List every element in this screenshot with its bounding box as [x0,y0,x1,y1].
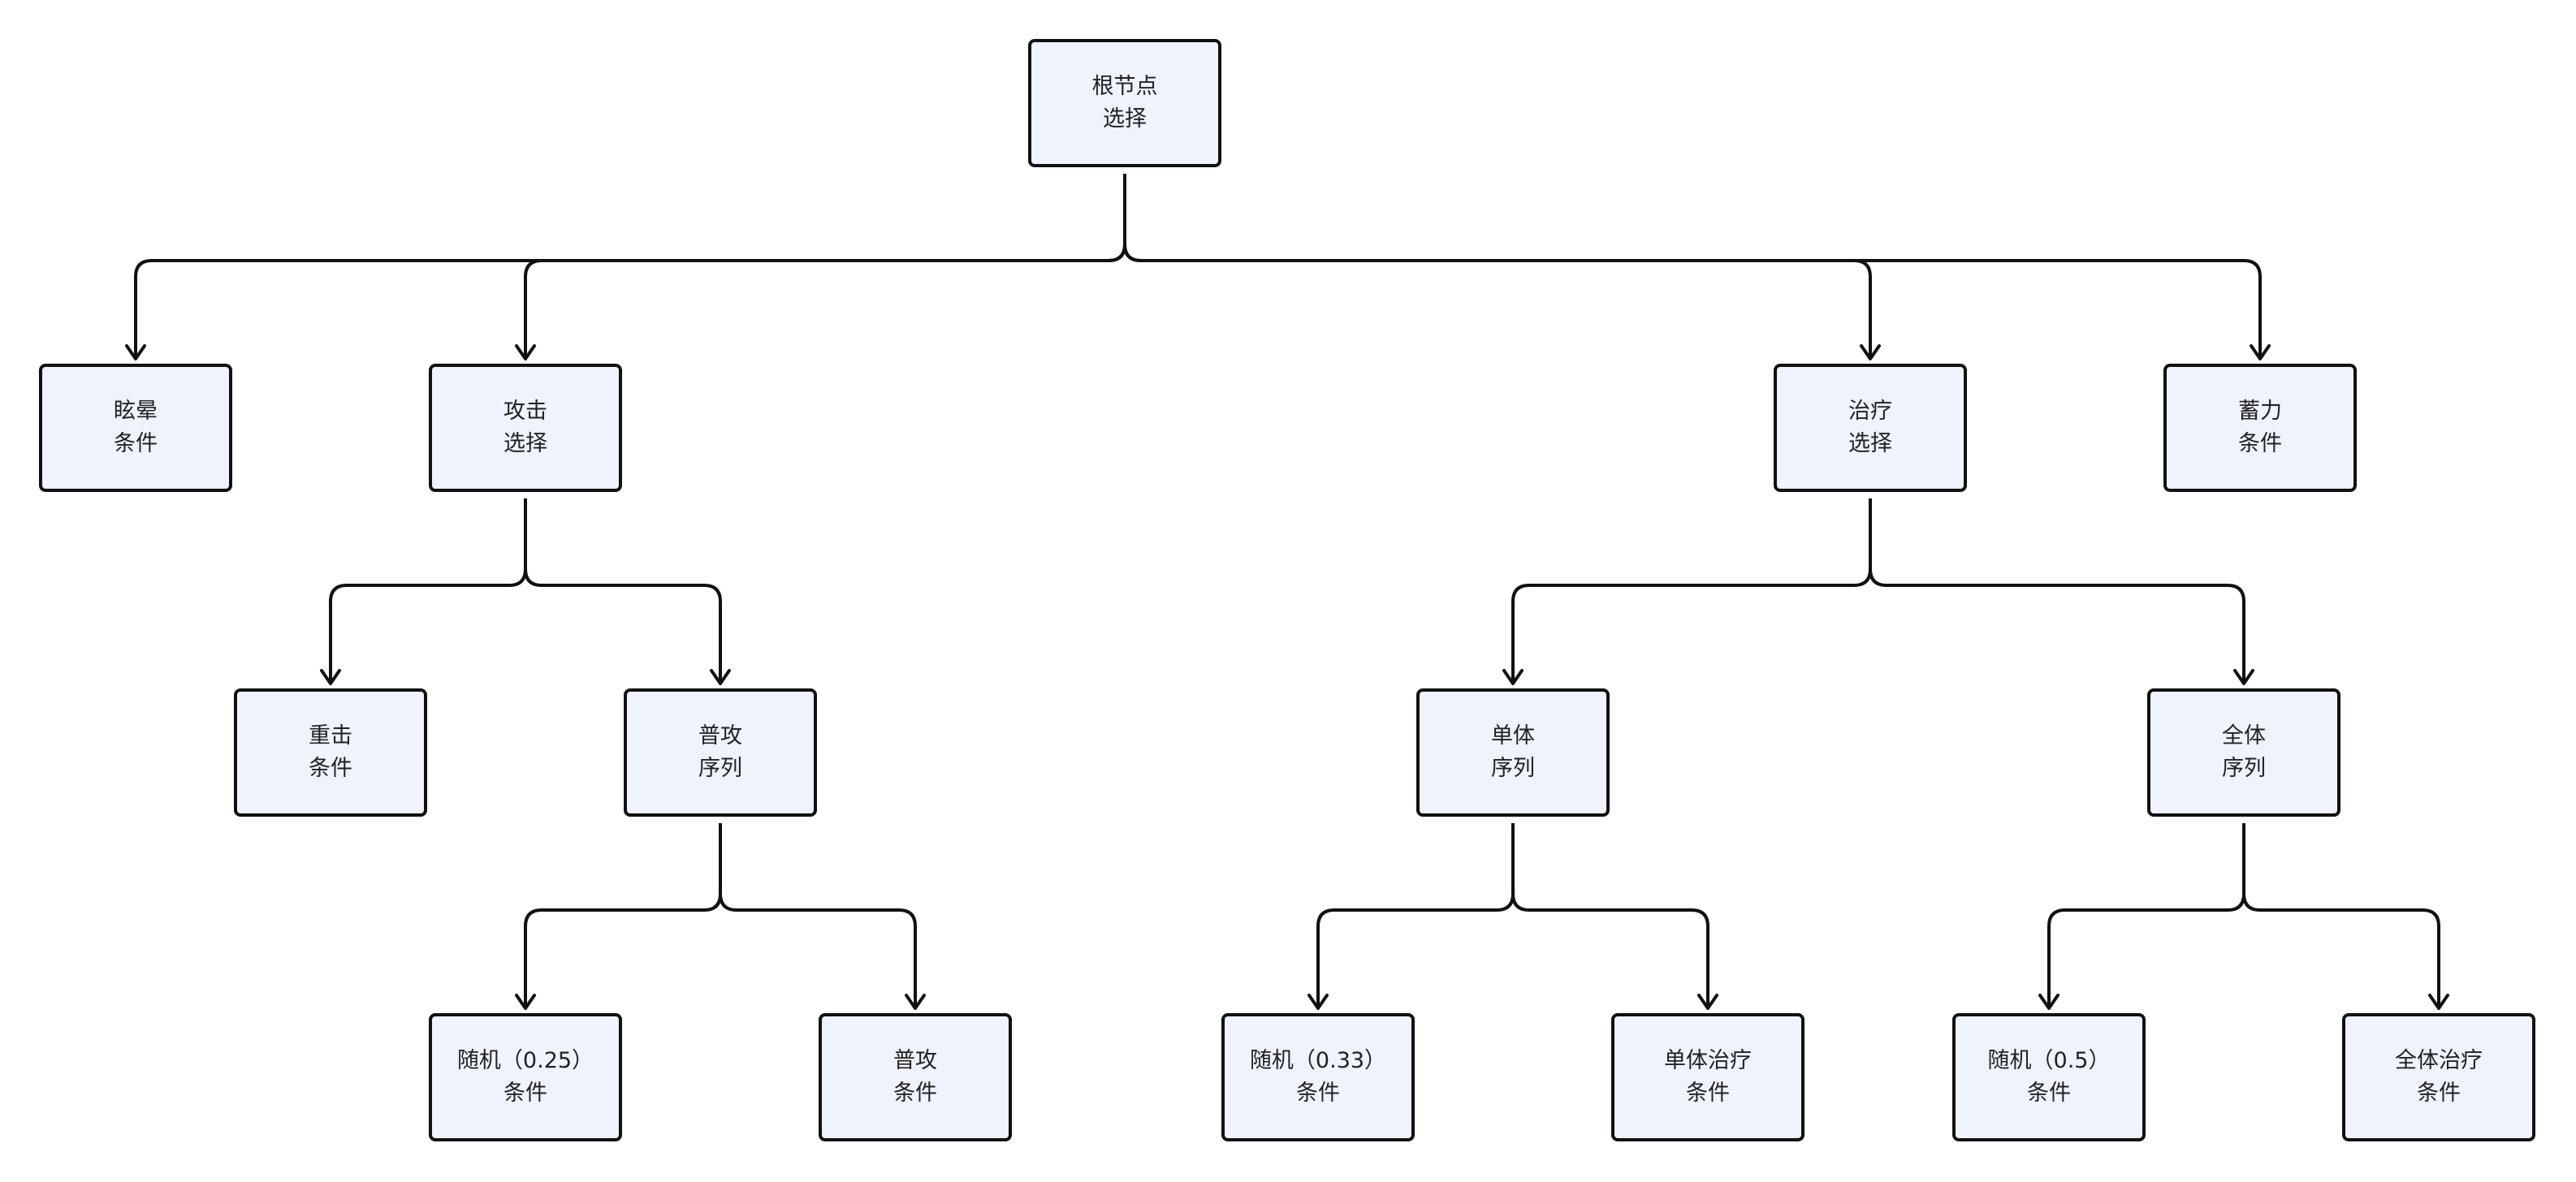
edge-normalseq-to-normal [719,823,917,1008]
node-random-05-condition: 随机（0.5） 条件 [1952,1013,2146,1141]
arrowhead-rand25 [515,994,536,1010]
arrowhead-heal [1860,344,1881,360]
node-rand25-line2: 条件 [504,1081,547,1106]
node-allheal-line1: 全体治疗 [2395,1048,2483,1073]
node-singleheal-line2: 条件 [1686,1081,1730,1106]
edge-allseq-to-allheal [2242,823,2440,1008]
node-random-033-condition: 随机（0.33） 条件 [1221,1013,1415,1141]
edge-attack-to-normalseq [524,498,722,684]
node-normal-line1: 普攻 [893,1048,937,1073]
node-heavy-line1: 重击 [309,723,352,748]
edge-singleseq-to-rand33 [1316,823,1515,1008]
node-allheal-line2: 条件 [2417,1081,2461,1106]
edge-heal-to-singleseq [1511,498,1872,684]
node-normalseq-line2: 序列 [698,756,742,781]
node-heal-selector: 治疗 选择 [1774,364,1967,492]
node-stun-condition: 眩晕 条件 [39,364,232,492]
node-stun-line2: 条件 [114,431,158,456]
node-single-sequence: 单体 序列 [1416,688,1610,817]
node-all-sequence: 全体 序列 [2147,688,2340,817]
node-root-selector: 根节点 选择 [1028,39,1221,167]
node-single-heal-condition: 单体治疗 条件 [1611,1013,1804,1141]
node-attack-line1: 攻击 [504,399,547,424]
node-normalseq-line1: 普攻 [698,723,742,748]
arrowhead-singleseq [1502,669,1524,685]
arrowhead-allheal [2428,994,2449,1010]
node-attack-line2: 选择 [504,431,547,456]
node-rand5-line2: 条件 [2027,1081,2071,1106]
arrowhead-allseq [2233,669,2254,685]
arrowhead-normalseq [710,669,731,685]
edge-root-to-attack [524,174,1126,359]
node-allseq-line1: 全体 [2222,723,2266,748]
node-normal-line2: 条件 [893,1081,937,1106]
node-heavy-condition: 重击 条件 [234,688,427,817]
node-rand33-line1: 随机（0.33） [1249,1048,1387,1073]
node-charge-line2: 条件 [2238,431,2282,456]
node-stun-line1: 眩晕 [114,399,158,424]
edge-normalseq-to-rand25 [524,823,722,1008]
node-heal-line1: 治疗 [1848,399,1892,424]
arrowhead-rand33 [1307,994,1329,1010]
node-singleheal-line1: 单体治疗 [1664,1048,1752,1073]
edge-root-to-stun [134,174,1126,359]
node-random-025-condition: 随机（0.25） 条件 [429,1013,622,1141]
arrowhead-normal [905,994,926,1010]
edge-singleseq-to-singleheal [1511,823,1709,1008]
edge-root-to-heal [1123,174,1872,359]
edge-root-to-charge [1123,174,2262,359]
node-all-heal-condition: 全体治疗 条件 [2342,1013,2535,1141]
node-heavy-line2: 条件 [309,756,352,781]
arrowhead-stun [125,344,146,360]
edge-attack-to-heavy [329,498,527,684]
edge-allseq-to-rand5 [2047,823,2245,1008]
node-normal-attack-condition: 普攻 条件 [819,1013,1012,1141]
node-attack-selector: 攻击 选择 [429,364,622,492]
node-singleseq-line1: 单体 [1491,723,1535,748]
node-charge-line1: 蓄力 [2238,399,2282,424]
node-rand5-line1: 随机（0.5） [1987,1048,2111,1073]
edge-heal-to-allseq [1869,498,2245,684]
node-root-line2: 选择 [1103,106,1147,132]
arrowhead-rand5 [2038,994,2060,1010]
node-charge-condition: 蓄力 条件 [2163,364,2357,492]
node-allseq-line2: 序列 [2222,756,2266,781]
arrowhead-singleheal [1697,994,1718,1010]
arrowhead-attack [515,344,536,360]
arrowhead-charge [2250,344,2271,360]
node-rand33-line2: 条件 [1296,1081,1340,1106]
node-heal-line2: 选择 [1848,431,1892,456]
node-normal-sequence: 普攻 序列 [624,688,817,817]
node-singleseq-line2: 序列 [1491,756,1535,781]
node-root-line1: 根节点 [1091,74,1158,99]
arrowhead-heavy [320,669,341,685]
node-rand25-line1: 随机（0.25） [456,1048,594,1073]
